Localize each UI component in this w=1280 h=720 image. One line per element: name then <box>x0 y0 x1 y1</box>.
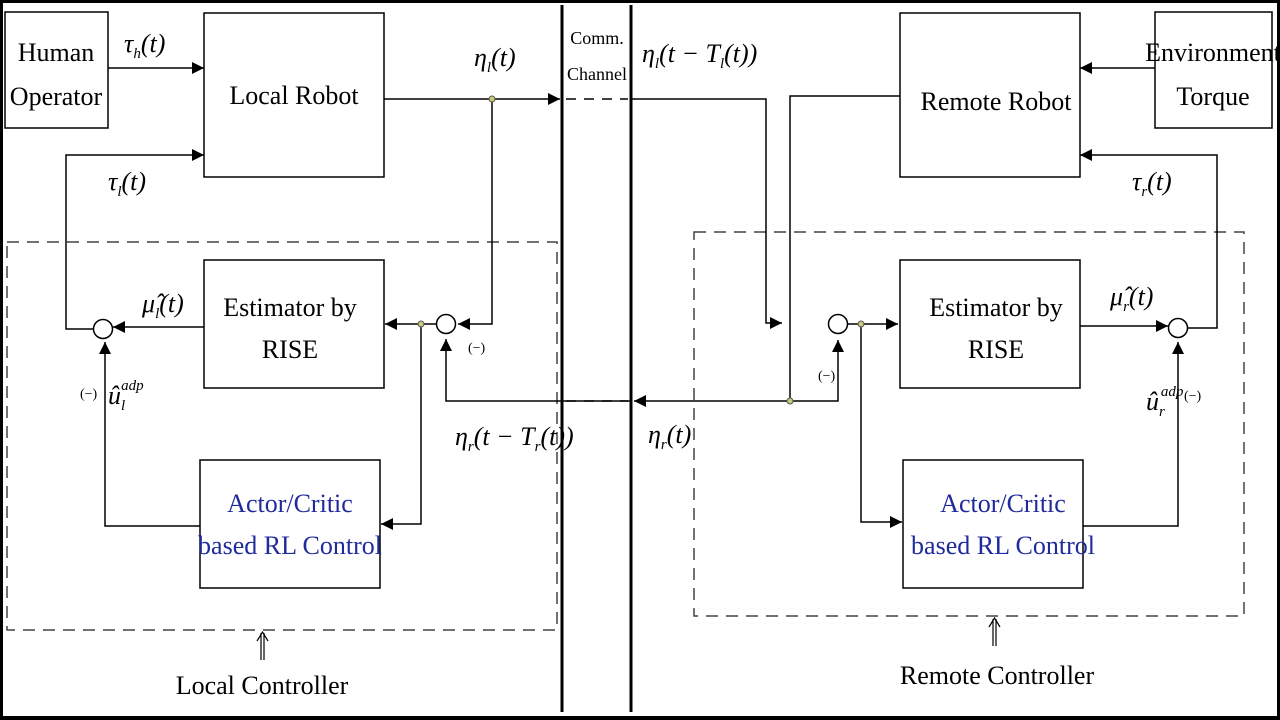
u-r-label: ûradp <box>1146 384 1184 420</box>
remote-robot-eta-r-line <box>789 95 900 401</box>
remote-branch-dot-2 <box>857 320 865 328</box>
remote-controller-boundary <box>693 231 1245 617</box>
human-operator-block: Human Operator <box>4 11 109 129</box>
environment-torque-block: Environment Torque <box>1145 11 1280 129</box>
remote-minus-2: (−) <box>1184 389 1202 404</box>
remote-estimator-block: Estimator by RISE <box>899 259 1081 389</box>
environment-label-1: Environment <box>1145 38 1280 67</box>
remote-error-to-rl <box>860 324 902 528</box>
tau-r-feedback-line <box>1080 149 1218 329</box>
tau-r-label: τr(t) <box>1132 167 1172 200</box>
channel-label-2: Channel <box>567 64 627 84</box>
remote-controller-pointer <box>988 616 1001 646</box>
u-r-line <box>1083 342 1184 527</box>
remote-controller-caption: Remote Controller <box>900 661 1095 690</box>
mu-r-label: μ̂r(t) <box>1109 282 1153 315</box>
eta-l-feedback-line <box>458 99 493 330</box>
eta-r-label: ηr(t) <box>648 420 691 453</box>
remote-estimator-label-2: RISE <box>968 335 1024 364</box>
tau-l-label: τl(t) <box>108 167 146 200</box>
local-summing-junction-2 <box>435 313 457 335</box>
human-operator-label-1: Human <box>18 38 95 67</box>
local-estimator-block: Estimator by RISE <box>203 259 385 389</box>
mu-l-label: μ̂l(t) <box>141 289 184 322</box>
local-summing-junction-1 <box>92 318 114 340</box>
u-l-line <box>99 342 200 527</box>
tau-h-label: τh(t) <box>124 29 165 62</box>
eta-r-delayed-label: ηr(t − Tr(t)) <box>455 422 574 455</box>
local-error-to-rl <box>381 324 422 530</box>
local-controller-boundary <box>6 241 558 631</box>
remote-rl-label-2: based RL Control <box>911 531 1095 560</box>
remote-rl-block: Actor/Critic based RL Control <box>902 459 1095 589</box>
remote-robot-label: Remote Robot <box>921 87 1073 116</box>
local-minus-2: (−) <box>468 341 486 356</box>
local-rl-label-1: Actor/Critic <box>227 489 353 518</box>
eta-l-delayed-label: ηl(t − Tl(t)) <box>642 39 757 72</box>
human-operator-label-2: Operator <box>10 82 103 111</box>
remote-summing-junction-2 <box>1167 317 1189 339</box>
eta-l-label: ηl(t) <box>474 43 516 76</box>
local-branch-dot-2 <box>417 320 425 328</box>
remote-minus-1: (−) <box>818 369 836 384</box>
remote-estimator-label-1: Estimator by <box>929 293 1063 322</box>
remote-summing-junction-1 <box>827 313 849 335</box>
local-controller-caption: Local Controller <box>176 671 349 700</box>
remote-rl-label-1: Actor/Critic <box>940 489 1066 518</box>
local-rl-label-2: based RL Control <box>198 531 382 560</box>
local-estimator-label-1: Estimator by <box>223 293 357 322</box>
tau-l-feedback-line <box>65 149 204 330</box>
eta-l-delayed-line <box>632 98 782 329</box>
local-robot-label: Local Robot <box>229 81 359 110</box>
eta-r-to-remote-junction <box>790 340 844 402</box>
remote-robot-block: Remote Robot <box>899 12 1081 178</box>
u-l-label: ûladp <box>108 378 144 414</box>
local-rl-block: Actor/Critic based RL Control <box>198 459 382 589</box>
environment-label-2: Torque <box>1176 82 1249 111</box>
local-robot-block: Local Robot <box>203 12 385 178</box>
remote-branch-dot-1 <box>786 397 794 405</box>
local-controller-pointer <box>256 630 269 660</box>
diagram-background <box>3 3 1277 716</box>
local-estimator-label-2: RISE <box>262 335 318 364</box>
eta-r-delayed-line <box>440 339 630 402</box>
local-minus-1: (−) <box>80 387 98 402</box>
local-branch-dot-1 <box>488 95 496 103</box>
channel-label-1: Comm. <box>570 28 624 48</box>
